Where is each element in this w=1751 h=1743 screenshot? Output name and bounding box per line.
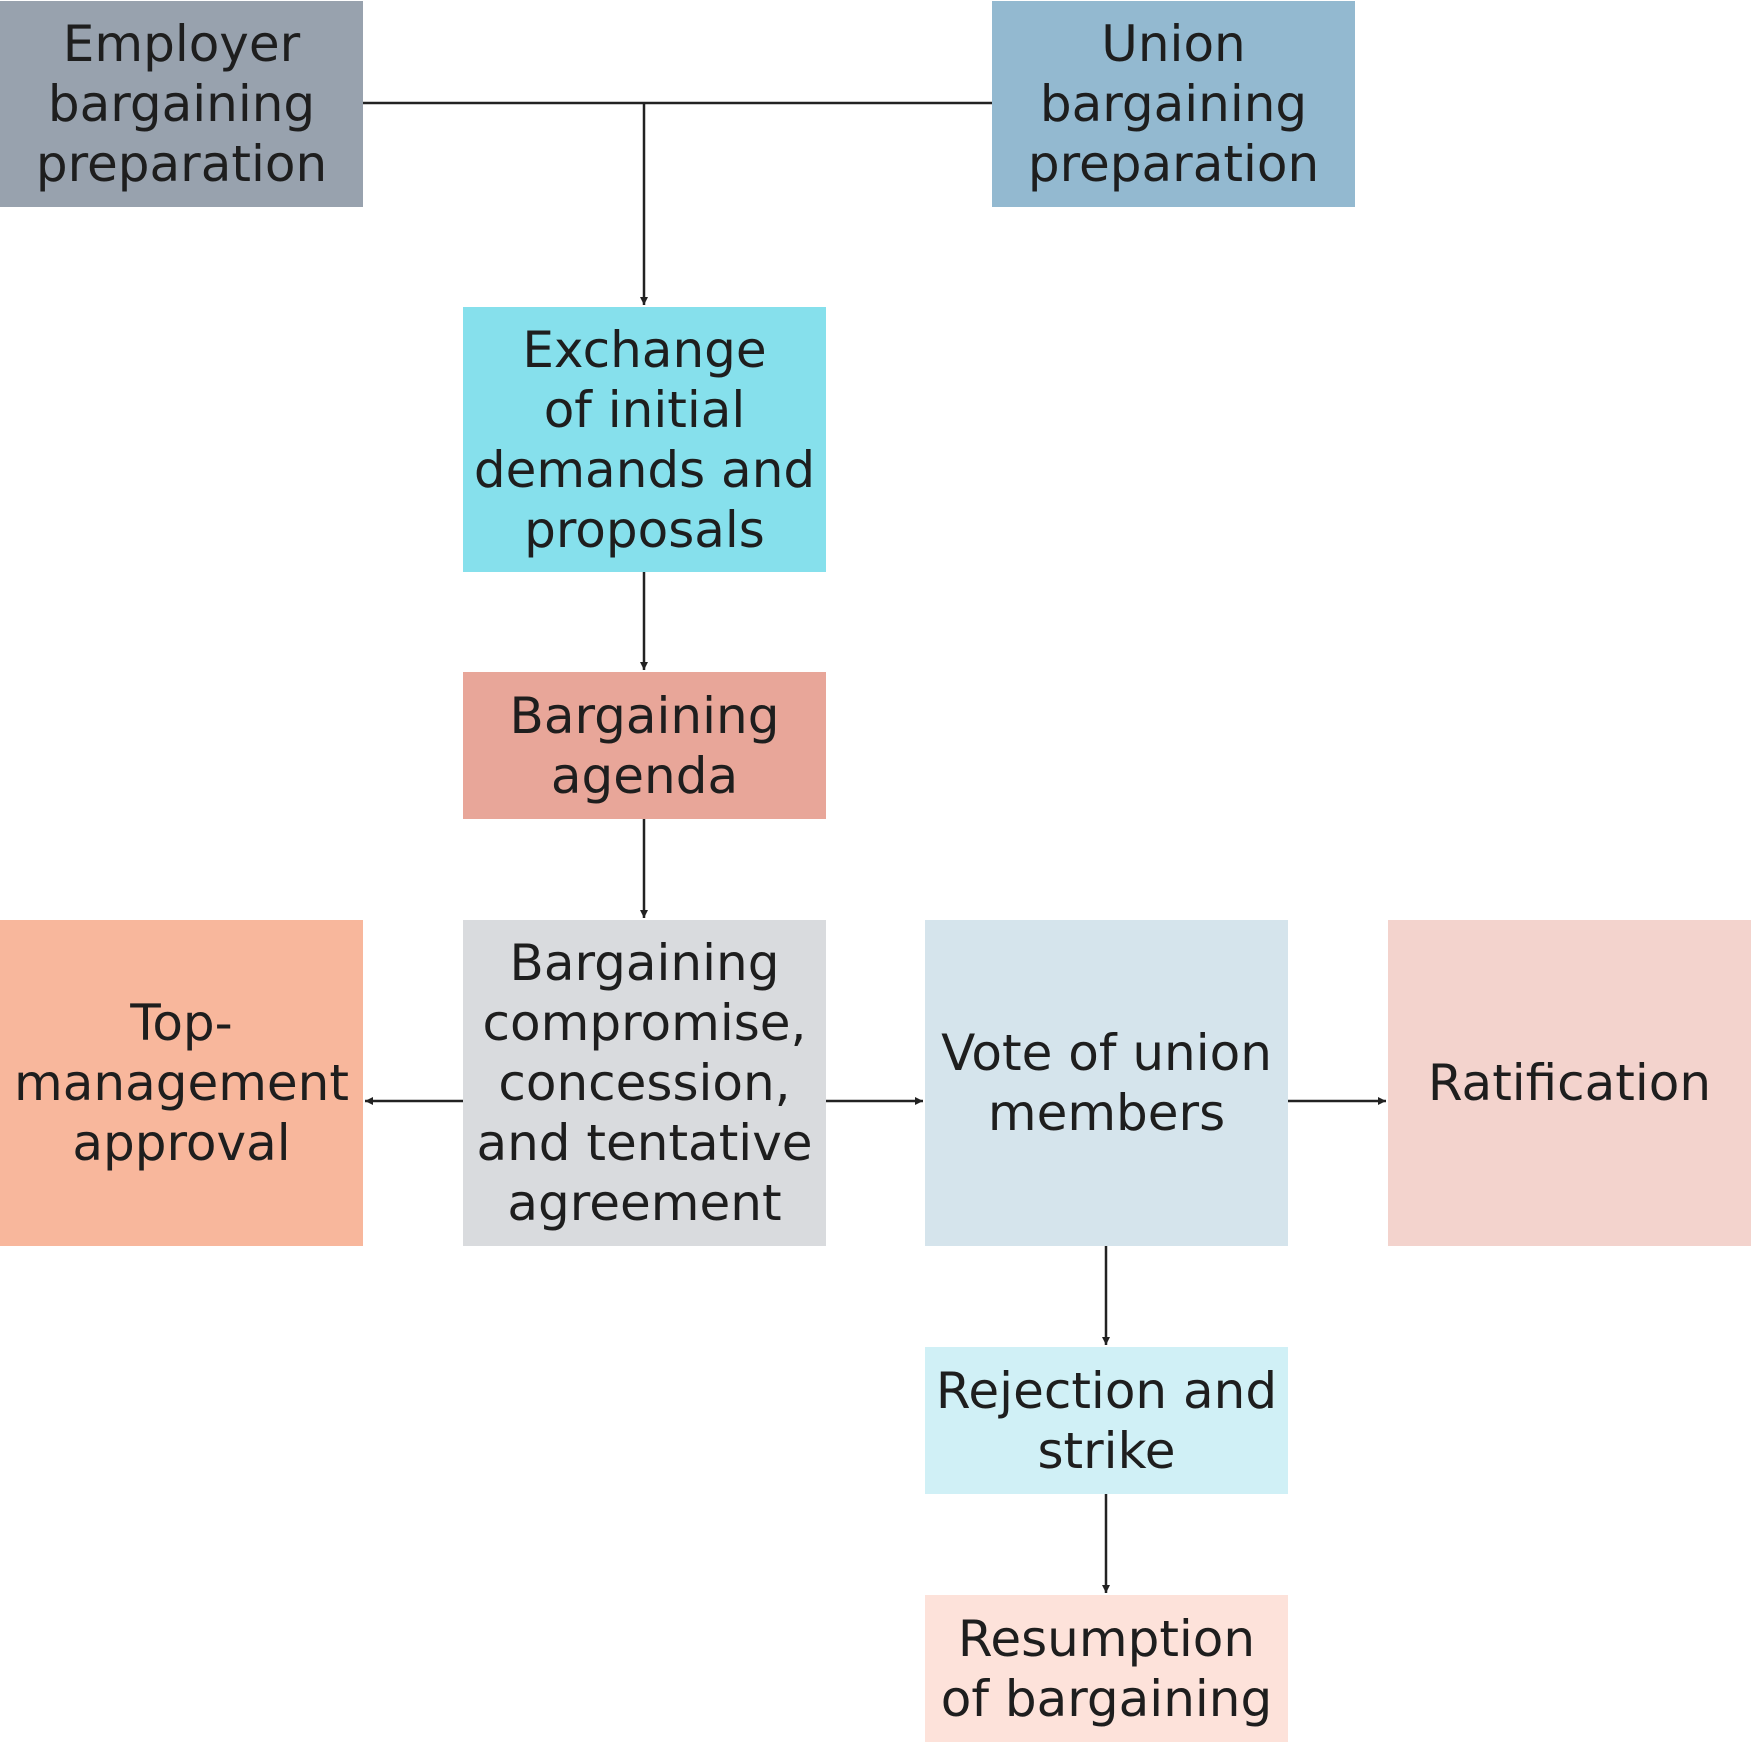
node-label: Rejection and strike — [935, 1361, 1278, 1480]
node-vote-of-union-members: Vote of union members — [925, 920, 1288, 1246]
node-label: Vote of union members — [941, 1024, 1272, 1142]
node-label: Ratification — [1427, 1054, 1712, 1112]
node-exchange-of-initial-demands: Exchange of initial demands and proposal… — [463, 307, 826, 572]
node-label: Top- management approval — [14, 994, 349, 1172]
node-label: Bargaining compromise, concession, and t… — [476, 934, 813, 1232]
node-ratification: Ratification — [1388, 920, 1751, 1246]
node-label: Employer bargaining preparation — [35, 15, 328, 193]
node-union-bargaining-preparation: Union bargaining preparation — [992, 1, 1355, 207]
node-bargaining-agenda: Bargaining agenda — [463, 672, 826, 819]
node-employer-bargaining-preparation: Employer bargaining preparation — [0, 1, 363, 207]
node-label: Bargaining agenda — [509, 686, 780, 805]
node-bargaining-compromise: Bargaining compromise, concession, and t… — [463, 920, 826, 1246]
node-label: Exchange of initial demands and proposal… — [473, 320, 816, 559]
node-resumption-of-bargaining: Resumption of bargaining — [925, 1595, 1288, 1742]
node-label: Resumption of bargaining — [940, 1609, 1273, 1728]
node-rejection-and-strike: Rejection and strike — [925, 1347, 1288, 1494]
node-top-management-approval: Top- management approval — [0, 920, 363, 1246]
node-label: Union bargaining preparation — [1027, 15, 1320, 193]
